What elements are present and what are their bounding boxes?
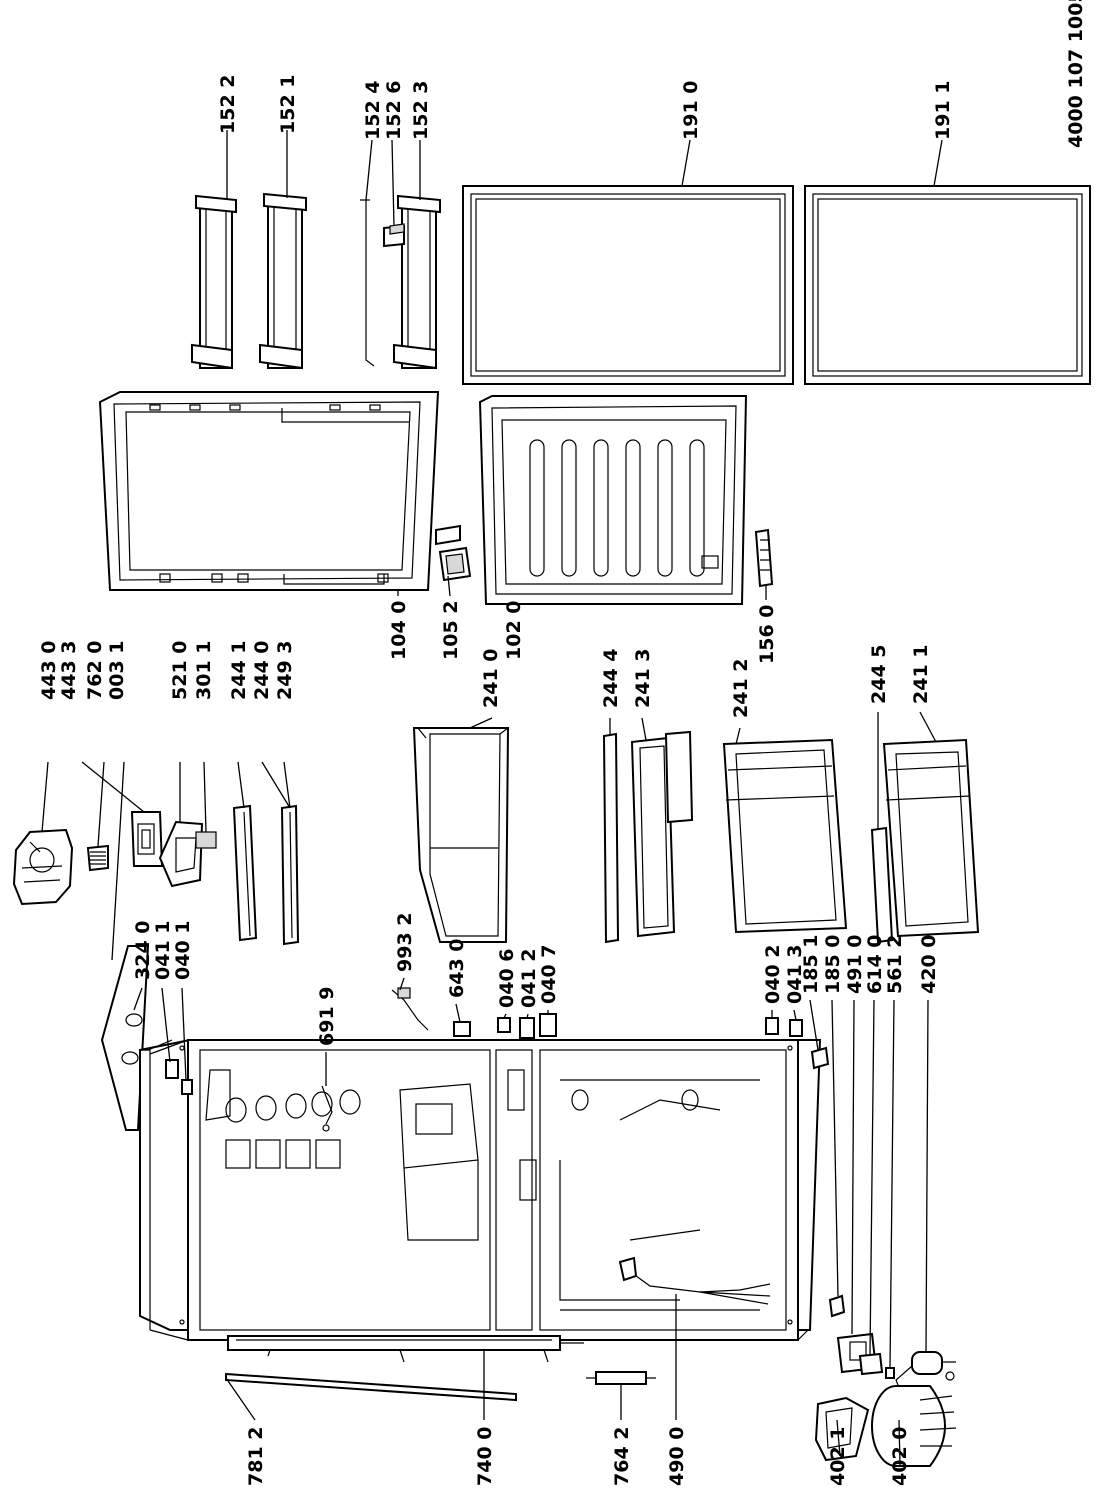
clip-561-2 xyxy=(885,1367,895,1379)
label-040-2: 040 2 xyxy=(762,945,784,1005)
label-040-1: 040 1 xyxy=(172,921,194,981)
label-041-3: 041 3 xyxy=(784,945,806,1005)
label-241-3: 241 3 xyxy=(632,649,654,709)
door-gasket-191-0 xyxy=(462,185,794,385)
label-156-0: 156 0 xyxy=(756,605,778,665)
freezer-drawer-241-2 xyxy=(722,738,848,934)
handle-156-0 xyxy=(754,528,774,588)
label-152-4: 152 4 xyxy=(362,81,384,141)
egg-tray-521-0 xyxy=(158,820,204,888)
label-152-1: 152 1 xyxy=(277,75,299,135)
top-panel-003-1 xyxy=(100,945,150,1131)
harness-993-2 xyxy=(391,987,429,1031)
door-gasket-191-1 xyxy=(804,185,1091,385)
dryer-764-2 xyxy=(586,1371,656,1385)
label-241-1: 241 1 xyxy=(910,645,932,705)
pipe-781-2 xyxy=(225,1372,517,1402)
label-105-2: 105 2 xyxy=(440,601,462,661)
label-324-0: 324 0 xyxy=(132,921,154,981)
drawing-number: 4000 107 10052 xyxy=(1065,0,1087,148)
label-443-3: 443 3 xyxy=(58,641,80,701)
door-liner-102-0 xyxy=(478,395,748,605)
label-740-0: 740 0 xyxy=(474,1427,496,1487)
glass-shelf-244-1 xyxy=(232,804,258,942)
label-241-2: 241 2 xyxy=(730,659,752,719)
label-249-3: 249 3 xyxy=(274,641,296,701)
label-003-1: 003 1 xyxy=(106,641,128,701)
label-040-7: 040 7 xyxy=(538,945,560,1005)
drawer-241-3 xyxy=(630,730,694,938)
label-491-0: 491 0 xyxy=(844,935,866,995)
label-402-1: 402 1 xyxy=(827,1427,849,1487)
glass-shelf-244-0 xyxy=(280,804,300,946)
cabinet-body xyxy=(139,1039,822,1341)
label-152-2: 152 2 xyxy=(217,75,239,135)
label-764-2: 764 2 xyxy=(611,1427,633,1487)
fan-cover-443-3 xyxy=(130,811,164,867)
label-301-1 xyxy=(195,831,217,849)
label-993-2: 993 2 xyxy=(394,913,416,973)
compressor-402-0 xyxy=(871,1385,957,1467)
freezer-drawer-241-1 xyxy=(882,738,980,938)
label-102-0: 102 0 xyxy=(503,601,525,661)
wire-rail-152-4 xyxy=(360,199,375,367)
door-liner-104-0 xyxy=(98,391,440,591)
label-041-2: 041 2 xyxy=(518,949,540,1009)
label-691-9: 691 9 xyxy=(316,987,338,1047)
label-041-1: 041 1 xyxy=(152,921,174,981)
capacitor-420-0 xyxy=(895,1351,956,1391)
label-104-0: 104 0 xyxy=(388,601,410,661)
label-241-0: 241 0 xyxy=(480,649,502,709)
relay-614-0 xyxy=(858,1352,884,1376)
label-185-0: 185 0 xyxy=(822,935,844,995)
glass-shelf-244-4 xyxy=(602,732,620,944)
filter-762-0 xyxy=(86,844,109,872)
light-643-0 xyxy=(453,1021,471,1037)
hinge-plate-105-2 xyxy=(435,524,472,582)
label-244-4: 244 4 xyxy=(600,649,622,709)
part-labels: 4000 107 10052 152 2 152 1 152 4 152 6 1… xyxy=(38,0,1087,1486)
label-244-5: 244 5 xyxy=(868,645,890,705)
label-643-0: 643 0 xyxy=(446,939,468,999)
label-152-3: 152 3 xyxy=(410,81,432,141)
glass-shelf-244-5 xyxy=(870,826,894,944)
label-191-1: 191 1 xyxy=(932,81,954,141)
leader-lines xyxy=(41,130,943,1467)
door-bin-152-3 xyxy=(393,194,441,370)
label-561-2: 561 2 xyxy=(884,935,906,995)
bin-clip-152-6 xyxy=(383,223,405,248)
label-762-0: 762 0 xyxy=(84,641,106,701)
condenser-740-0 xyxy=(227,1335,584,1363)
fan-assembly-443-0 xyxy=(12,828,74,906)
label-244-0: 244 0 xyxy=(251,641,273,701)
door-bin-152-2 xyxy=(191,194,237,370)
door-bin-152-1 xyxy=(259,192,307,370)
label-185-1: 185 1 xyxy=(800,935,822,995)
label-420-0: 420 0 xyxy=(918,935,940,995)
label-191-0: 191 0 xyxy=(680,81,702,141)
label-490-0: 490 0 xyxy=(666,1427,688,1487)
label-781-2: 781 2 xyxy=(245,1427,267,1487)
label-152-6: 152 6 xyxy=(383,81,405,141)
label-402-0: 402 0 xyxy=(889,1427,911,1487)
label-244-1: 244 1 xyxy=(228,641,250,701)
label-301-1: 301 1 xyxy=(193,641,215,701)
label-614-0: 614 0 xyxy=(864,935,886,995)
label-040-6: 040 6 xyxy=(496,949,518,1009)
label-521-0: 521 0 xyxy=(169,641,191,701)
sensor-691-9 xyxy=(321,1085,333,1132)
cover-402-1 xyxy=(814,1396,870,1462)
label-443-0: 443 0 xyxy=(38,641,60,701)
power-cord-490-0 xyxy=(618,1256,771,1305)
crisper-drawer-241-0 xyxy=(412,727,510,943)
